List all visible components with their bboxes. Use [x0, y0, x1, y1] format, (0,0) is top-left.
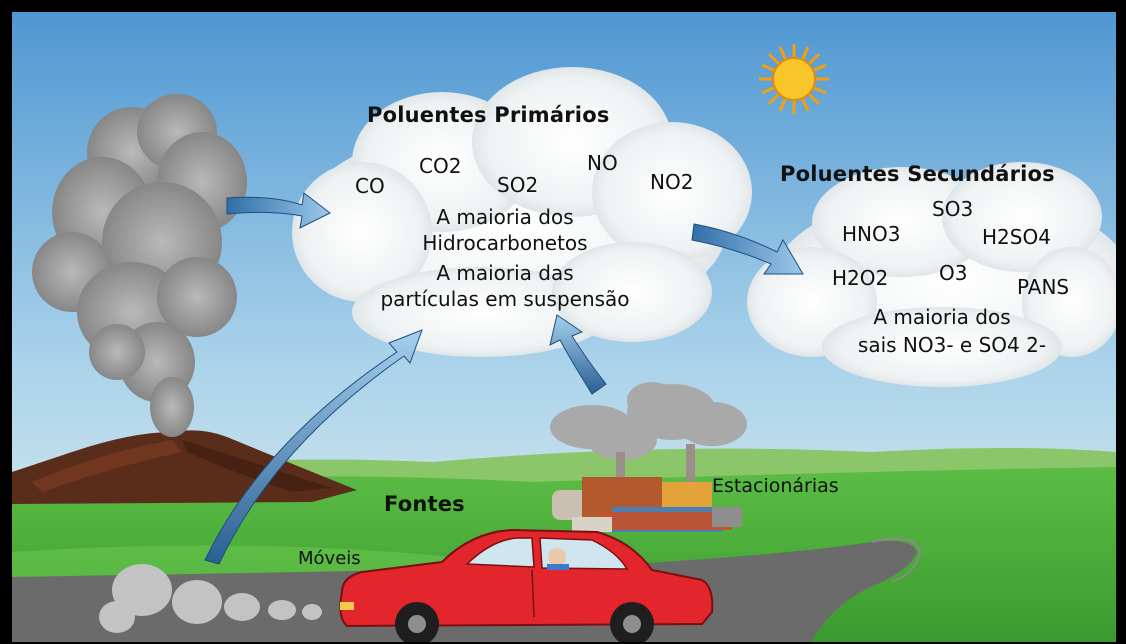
- chem-h2o2: H2O2: [832, 266, 889, 290]
- chem-no: NO: [587, 151, 618, 175]
- primary-pollutants-title: Poluentes Primários: [367, 103, 610, 127]
- primary-line-1: A maioria dos: [436, 205, 574, 229]
- diagram-frame: Poluentes Primários CO CO2 SO2 NO NO2 A …: [12, 12, 1116, 642]
- factory-smoke: [550, 382, 747, 460]
- volcano: [12, 430, 357, 504]
- sources-title: Fontes: [384, 492, 465, 516]
- chem-o3: O3: [939, 261, 968, 285]
- secondary-line-2: sais NO3- e SO4 2-: [857, 333, 1047, 357]
- exhaust-smoke: [99, 564, 322, 633]
- primary-line-2: Hidrocarbonetos: [422, 231, 588, 255]
- chem-co2: CO2: [419, 154, 462, 178]
- factory: [552, 444, 742, 532]
- primary-pollutants-cloud: [292, 67, 752, 357]
- secondary-pollutants-cloud: [747, 162, 1116, 387]
- primary-line-4: partículas em suspensão: [380, 287, 630, 311]
- chem-h2so4: H2SO4: [982, 225, 1051, 249]
- secondary-pollutants-title: Poluentes Secundários: [780, 162, 1055, 186]
- chem-hno3: HNO3: [842, 222, 901, 246]
- car: [339, 528, 714, 642]
- secondary-line-1: A maioria dos: [873, 305, 1011, 329]
- chem-so3: SO3: [932, 197, 974, 221]
- chem-co: CO: [355, 174, 385, 198]
- arrow-stationary-to-primary: [549, 314, 607, 395]
- chem-pans: PANS: [1017, 275, 1070, 299]
- primary-line-3: A maioria das: [436, 261, 574, 285]
- arrow-primary-to-secondary: [691, 223, 804, 275]
- chem-no2: NO2: [650, 170, 694, 194]
- stationary-sources-label: Estacionárias: [712, 475, 839, 497]
- arrow-volcano-to-primary: [226, 192, 331, 229]
- chem-so2: SO2: [497, 173, 539, 197]
- volcano-smoke: [32, 94, 247, 437]
- mobile-sources-label: Móveis: [298, 548, 361, 569]
- sun-icon: [759, 44, 829, 114]
- arrow-mobile-to-primary: [204, 329, 423, 565]
- pollution-scene: [12, 12, 1116, 642]
